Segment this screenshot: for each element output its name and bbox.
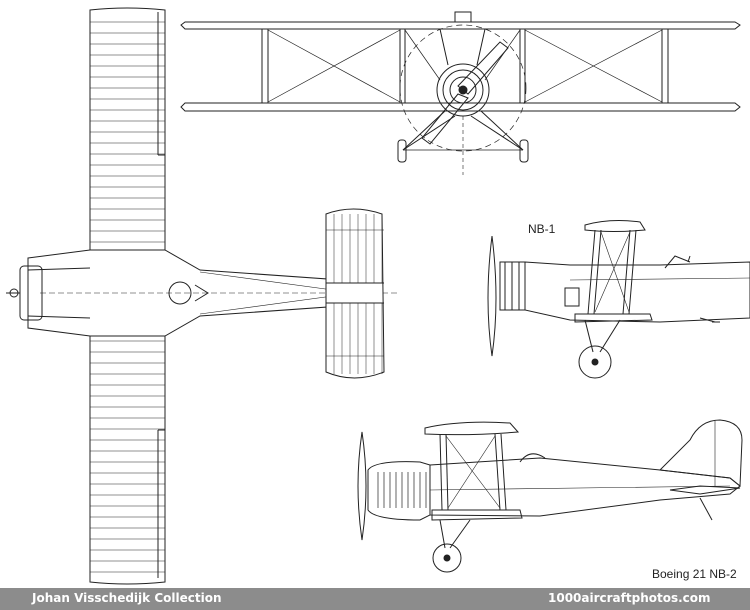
collection-credit: Johan Visschedijk Collection — [32, 591, 222, 605]
three-view-drawing — [0, 0, 750, 588]
side-view-nb2 — [358, 420, 742, 572]
front-view — [181, 12, 740, 175]
plan-view — [6, 8, 400, 584]
side-view-nb1 — [488, 221, 750, 378]
nb2-caption: Boeing 21 NB-2 — [652, 567, 737, 581]
credit-footer: Johan Visschedijk Collection 1000aircraf… — [0, 588, 750, 610]
site-credit[interactable]: 1000aircraftphotos.com — [548, 591, 711, 605]
nb1-label: NB-1 — [528, 222, 556, 236]
